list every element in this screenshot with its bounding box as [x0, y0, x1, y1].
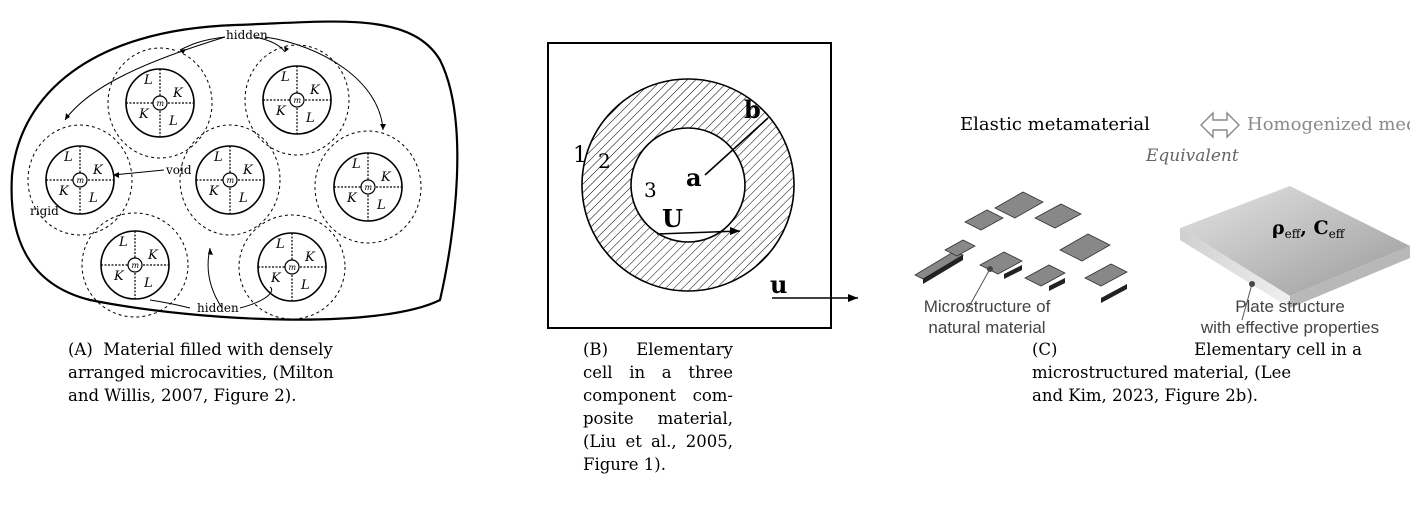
caption-b-line-3: component com- [583, 386, 733, 405]
microstructure-illustration [914, 191, 1128, 313]
outer-displacement-label: u [770, 270, 787, 299]
caption-c-line-2: microstructured material, (Lee [1032, 363, 1292, 382]
rigid-label: rigid [30, 204, 59, 218]
micro-caption-line-2: natural material [928, 318, 1046, 337]
equivalence-double-arrow [1200, 111, 1240, 139]
caption-c-line-1: Elementary cell in a [1194, 340, 1362, 359]
region-2-label: 2 [598, 149, 611, 173]
void-label: void [165, 163, 192, 177]
rigid-boundary [10, 20, 459, 321]
panel-b-figure: 1 2 3 a b U u [547, 42, 858, 329]
caption-a: (A) Material filled with densely arrange… [68, 338, 388, 407]
homogenized-medium-title: Homogenized medium [1247, 114, 1410, 135]
micro-caption-line-1: Microstructure of [923, 297, 1051, 316]
caption-c-tag: (C) [1032, 340, 1058, 359]
caption-a-line-3: and Willis, 2007, Figure 2). [68, 386, 297, 405]
caption-b-line-1: Elementary [636, 340, 733, 359]
hidden-label-top: hidden [226, 28, 268, 42]
plate-caption-line-1: Plate structure [1235, 297, 1345, 316]
homogenized-plate-illustration [1180, 186, 1410, 321]
caption-b-line-5: (Liu et al., 2005, [583, 432, 733, 451]
equivalent-label: Equivalent [1145, 146, 1239, 166]
caption-b-line-4: posite material, [583, 409, 733, 428]
radius-b-label: b [744, 95, 761, 124]
region-3-label: 3 [644, 178, 657, 202]
caption-b: (B) Elementary cell in a three component … [583, 338, 733, 476]
caption-b-tag: (B) [583, 340, 608, 359]
core-circle [630, 127, 746, 243]
elastic-metamaterial-title: Elastic metamaterial [960, 114, 1150, 135]
caption-a-line-2: arranged microcavities, (Milton [68, 363, 334, 382]
plate-caption-line-2: with effective properties [1200, 318, 1380, 337]
caption-c-line-3: and Kim, 2023, Figure 2b). [1032, 386, 1259, 405]
caption-b-line-6: Figure 1). [583, 455, 666, 474]
caption-a-line-1: Material filled with densely [103, 340, 333, 359]
caption-b-line-2: cell in a three [583, 363, 733, 382]
plate-caption: Plate structure with effective propertie… [1170, 296, 1410, 338]
radius-a-label: a [686, 163, 702, 192]
caption-a-tag: (A) [68, 340, 93, 359]
caption-c: (C) Elementary cell in a microstructured … [1032, 338, 1362, 407]
panel-c-figure: Elastic metamaterial Homogenized medium … [914, 111, 1410, 321]
inner-displacement-label: U [662, 204, 683, 233]
region-1-label: 1 [573, 143, 587, 168]
hidden-label-bottom: hidden [197, 301, 239, 315]
panel-a-figure: m L L K K [10, 20, 459, 321]
micro-caption: Microstructure of natural material [897, 296, 1077, 338]
